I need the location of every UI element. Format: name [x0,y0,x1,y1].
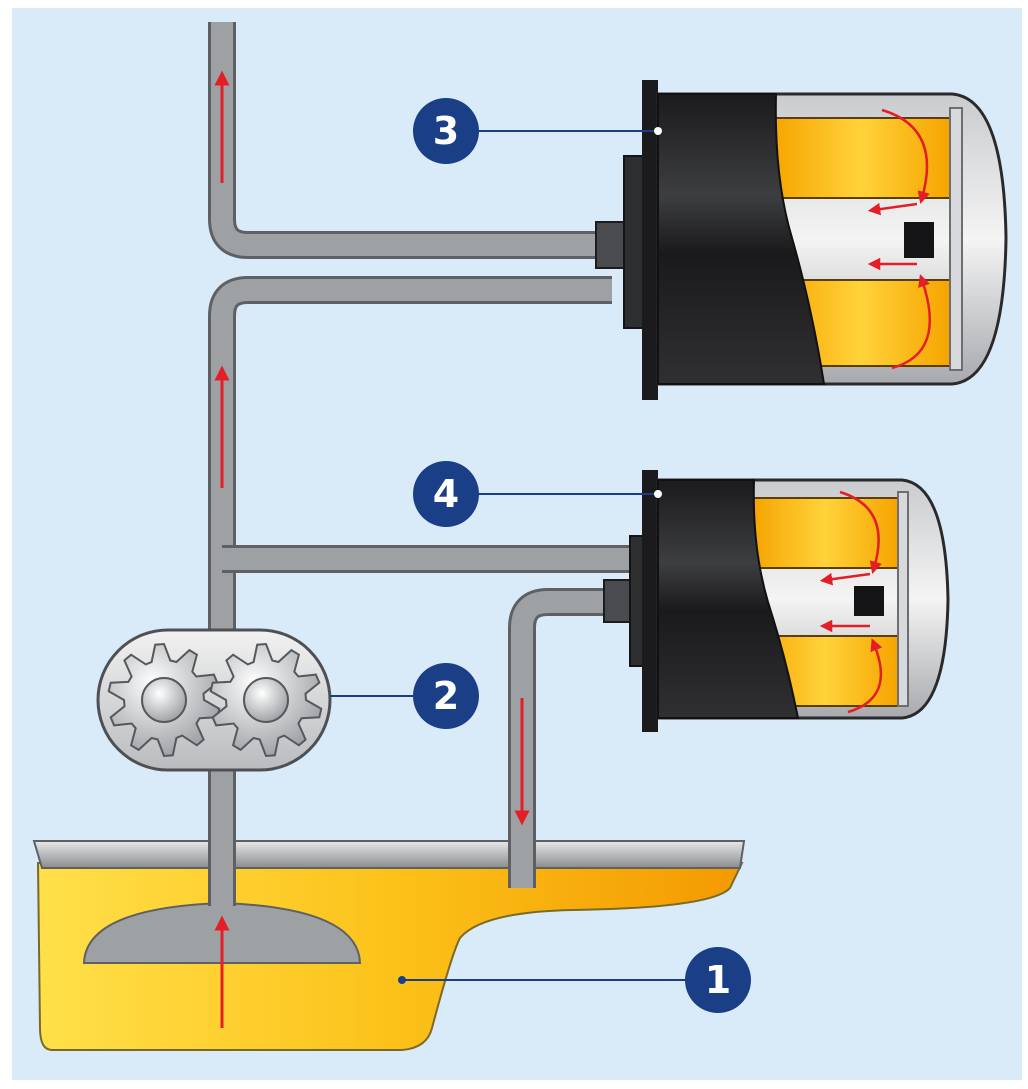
gear-icon [107,642,221,758]
oil-sump [32,840,746,1051]
flow-arrow-icon [881,108,930,205]
callout-badge-2 [413,663,479,729]
flow-arrow-icon [867,202,918,216]
callout-number: 1 [705,958,731,1002]
diagram-canvas: 3 4 2 1 [12,8,1022,1080]
flow-arrow-icon [847,638,883,714]
callouts: 3 4 2 1 [330,98,751,1013]
callout-badge-4 [413,461,479,527]
oil-pipes [208,22,632,906]
sump-rim [32,840,746,869]
filter-upper-element-top [771,117,951,199]
filter-lower-housing [657,479,800,719]
flow-arrow-icon [839,490,882,574]
flow-arrow-icon [891,274,931,370]
callout-badge-3 [413,98,479,164]
callout-badge-1 [685,947,751,1013]
oil-pump [96,628,332,772]
pipe-outlet-upper [208,22,602,259]
callout-number: 4 [433,472,459,516]
flow-arrows [214,70,530,1028]
filter-upper [595,80,1008,400]
filter-lower-element-top [751,497,899,569]
gear-icon [209,642,323,758]
callout-number: 2 [433,674,459,718]
filter-upper-housing [657,93,826,385]
flow-arrow-icon [819,572,871,586]
pipe-main-riser [208,276,612,633]
lubrication-system-diagram: 3 4 2 1 [32,22,1008,1051]
filter-lower [603,470,950,732]
callout-number: 3 [433,109,459,153]
